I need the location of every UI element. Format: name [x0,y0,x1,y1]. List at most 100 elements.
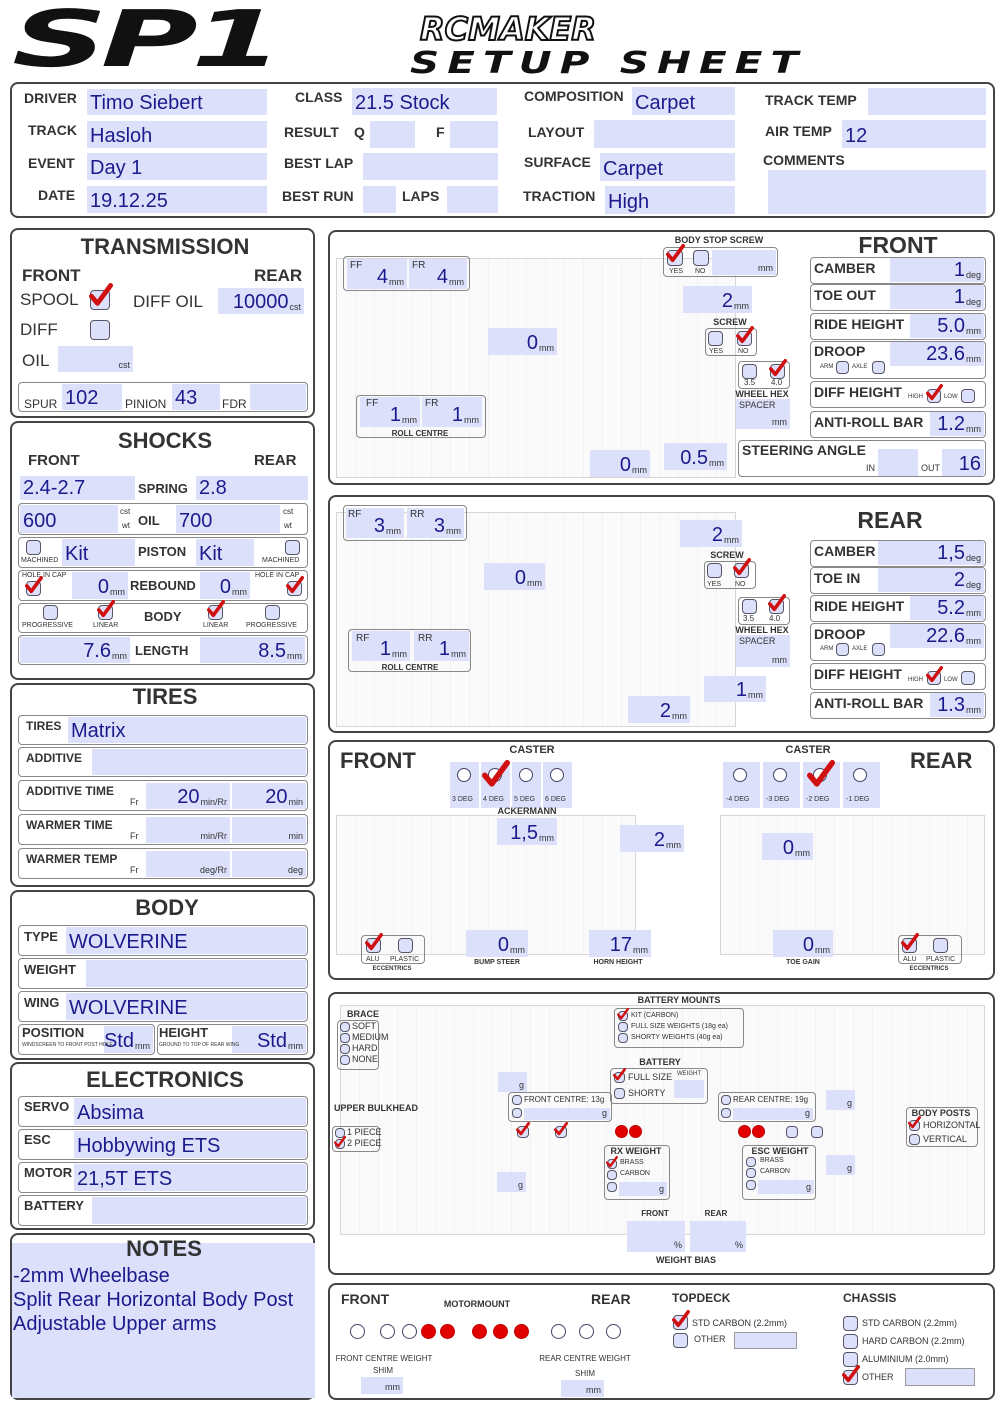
front-hex-3-5-checkbox[interactable] [742,364,757,379]
chassis-position-checkbox[interactable] [517,1126,529,1138]
fdr-field[interactable] [250,384,306,410]
rear-shock-oil-field[interactable]: 700 [176,505,280,533]
rear-droop-axle-checkbox[interactable] [872,643,885,656]
corner-weight-field[interactable]: g [497,1172,526,1192]
front-centre-other-checkbox[interactable] [512,1108,522,1118]
motormount-position[interactable] [493,1324,508,1339]
body-posts-horizontal-checkbox[interactable] [909,1120,920,1131]
brace-option-checkbox[interactable] [340,1055,350,1065]
front-eccentric-alu-checkbox[interactable] [366,938,381,953]
topdeck-std-carbon-checkbox[interactable] [673,1315,688,1330]
rear-eccentric-plastic-checkbox[interactable] [933,938,948,953]
motormount-position[interactable] [551,1324,566,1339]
battery-mount-checkbox[interactable] [618,1033,628,1043]
rear-spring-field[interactable]: 2.8 [196,476,308,500]
rear-eccentric-alu-checkbox[interactable] [902,938,917,953]
surface-field[interactable]: Carpet [600,153,735,181]
rear-hex-4-0-checkbox[interactable] [769,599,784,614]
front-centre-field[interactable]: g [524,1108,610,1120]
comments-field[interactable] [768,170,986,214]
rx-brass-checkbox[interactable] [607,1159,617,1169]
battery-shorty-checkbox[interactable] [614,1088,625,1099]
rear-screw-no-checkbox[interactable] [734,563,749,578]
layout-field[interactable] [594,120,735,148]
corner-weight-field[interactable]: g [826,1155,855,1175]
body-type-field[interactable]: WOLVERINE [66,927,306,954]
rear-diff-low-checkbox[interactable] [961,671,975,685]
motormount-position[interactable] [514,1324,529,1339]
notes-field[interactable] [12,1243,315,1398]
rear-screw-yes-checkbox[interactable] [707,563,722,578]
weight-bias-rear-field[interactable]: % [690,1221,746,1252]
front-screw-no-checkbox[interactable] [737,331,752,346]
rear-piston-field[interactable]: Kit [196,539,254,566]
motormount-position[interactable] [421,1324,436,1339]
esc-weight-field[interactable]: g [758,1180,814,1194]
rear-centre-field[interactable]: g [733,1108,813,1120]
chassis-other-field[interactable] [905,1368,975,1386]
body-stop-yes-checkbox[interactable] [667,250,683,266]
result-f-field[interactable] [450,121,498,148]
front-hex-spacer-field[interactable]: mm [736,399,790,429]
motormount-position[interactable] [350,1324,365,1339]
additive-field[interactable] [92,749,306,775]
front-progressive-checkbox[interactable] [43,605,58,620]
steering-out-field[interactable]: 16 [942,449,984,476]
front-linear-checkbox[interactable] [98,605,113,620]
motormount-position[interactable] [579,1324,594,1339]
esc-brass-checkbox[interactable] [746,1157,756,1167]
rear-centre-other-checkbox[interactable] [721,1108,731,1118]
body-wing-field[interactable]: WOLVERINE [66,993,306,1020]
motormount-position[interactable] [606,1324,621,1339]
battery-mount-checkbox[interactable] [618,1022,628,1032]
front-hex-4-0-checkbox[interactable] [770,364,785,379]
chassis-option-checkbox[interactable] [843,1316,858,1331]
esc-field[interactable]: Hobbywing ETS [74,1131,306,1158]
front-piston-field[interactable]: Kit [62,539,135,566]
body-weight-field[interactable] [86,960,306,987]
rear-centre-checkbox[interactable] [721,1095,731,1105]
body-stop-field[interactable]: mm [712,250,776,275]
motormount-position[interactable] [380,1324,395,1339]
rear-hex-spacer-field[interactable]: mm [736,635,790,667]
composition-field[interactable]: Carpet [632,87,735,115]
battery-weight-field[interactable] [674,1080,704,1098]
esc-other-checkbox[interactable] [746,1180,756,1190]
rear-diff-high-checkbox[interactable] [927,671,941,685]
motormount-position[interactable] [402,1324,417,1339]
bulkhead-2-piece-checkbox[interactable] [335,1139,345,1149]
battery-mount-checkbox[interactable] [618,1011,628,1021]
motormount-position[interactable] [440,1324,455,1339]
battery-full-size-checkbox[interactable] [614,1072,625,1083]
motor-field[interactable]: 21,5T ETS [74,1164,306,1191]
event-field[interactable]: Day 1 [87,153,267,180]
spool-checkbox[interactable] [90,290,110,310]
warmer-time-rear-field[interactable]: min [232,817,306,843]
rear-progressive-checkbox[interactable] [265,605,280,620]
front-shim-field[interactable]: mm [361,1377,403,1394]
rx-weight-field[interactable]: g [619,1182,667,1196]
chassis-position-checkbox[interactable] [811,1126,823,1138]
front-screw-yes-checkbox[interactable] [708,331,723,346]
spur-field[interactable]: 102 [62,384,122,410]
warmer-time-front-field[interactable]: min/Rr [146,817,230,843]
